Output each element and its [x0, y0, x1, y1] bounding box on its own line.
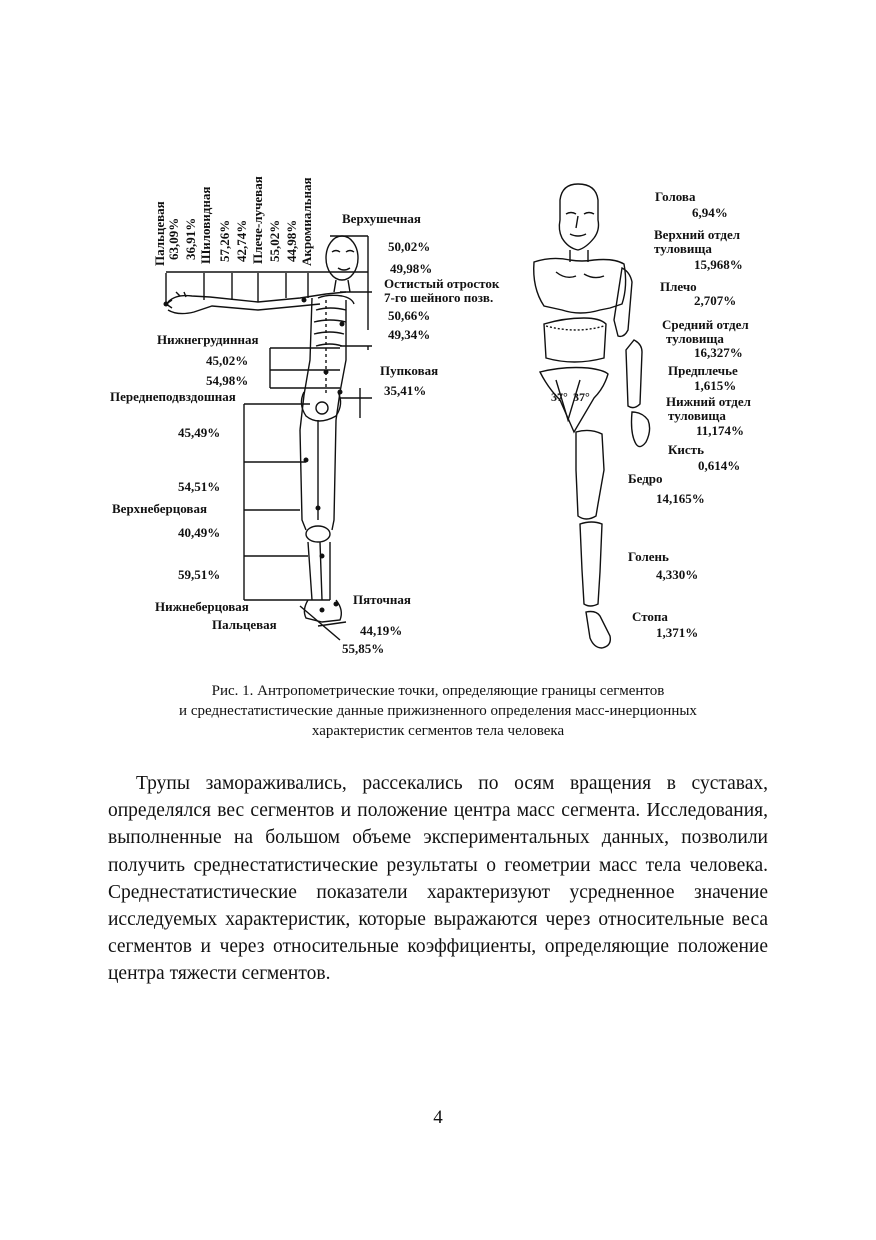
- label-angle-right: 37°: [573, 390, 590, 404]
- label-pct-45-49: 45,49%: [178, 426, 220, 440]
- value-srednii-otdel: 16,327%: [694, 346, 743, 360]
- label-pct-55: 55,02%: [268, 220, 282, 262]
- label-pyatochnaya: Пяточная: [353, 593, 411, 607]
- label-angle-left: 37°: [551, 390, 568, 404]
- caption-line-2: и среднестатистические данные прижизненн…: [100, 701, 776, 721]
- label-verkhnii-otdel: Верхний отдел: [654, 228, 740, 242]
- value-kist: 0,614%: [698, 459, 740, 473]
- label-nizhnii-otdel: Нижний отдел: [666, 395, 751, 409]
- label-7-shein-pozv: 7-го шейного позв.: [384, 291, 493, 305]
- label-pct-49-98: 49,98%: [390, 262, 432, 276]
- value-bedro: 14,165%: [656, 492, 705, 506]
- label-pleche-luchevaya: Плече-лучевая: [251, 176, 265, 264]
- label-kist: Кисть: [668, 443, 704, 457]
- label-pct-54-51: 54,51%: [178, 480, 220, 494]
- label-pct-44: 44,98%: [285, 220, 299, 262]
- caption-line-1: Рис. 1. Антропометрические точки, опреде…: [100, 681, 776, 701]
- label-pct-36: 36,91%: [184, 218, 198, 260]
- label-shilovidnaya: Шиловидная: [199, 187, 213, 264]
- value-plecho: 2,707%: [694, 294, 736, 308]
- label-pct-44-19: 44,19%: [360, 624, 402, 638]
- value-golova: 6,94%: [692, 206, 728, 220]
- label-pct-57: 57,26%: [218, 220, 232, 262]
- label-verkhnii-tulovishcha: туловища: [654, 242, 712, 256]
- label-pct-54-98: 54,98%: [206, 374, 248, 388]
- label-golen: Голень: [628, 550, 669, 564]
- segmented-mannequin: [534, 184, 650, 648]
- label-pct-35-41: 35,41%: [384, 384, 426, 398]
- label-nizhneberzovaya: Нижнеберцовая: [155, 600, 249, 614]
- label-perednepodvzdoshnaya: Переднеподвздошная: [110, 390, 236, 404]
- label-pct-50-66: 50,66%: [388, 309, 430, 323]
- label-akromialnaya: Акромиальная: [300, 177, 314, 266]
- label-pct-40-49: 40,49%: [178, 526, 220, 540]
- label-srednii-otdel: Средний отдел: [662, 318, 749, 332]
- value-predplechye: 1,615%: [694, 379, 736, 393]
- label-pct-55-85: 55,85%: [342, 642, 384, 656]
- value-verkhnii-otdel: 15,968%: [694, 258, 743, 272]
- label-srednii-tulovishcha: туловища: [666, 332, 724, 346]
- figure-drawing: [0, 0, 876, 670]
- body-paragraph: Трупы замораживались, рассекались по ося…: [108, 770, 768, 988]
- label-stopa: Стопа: [632, 610, 668, 624]
- label-pct-50-02: 50,02%: [388, 240, 430, 254]
- label-bedro: Бедро: [628, 472, 663, 486]
- label-pct-59-51: 59,51%: [178, 568, 220, 582]
- label-nizhnii-tulovishcha: туловища: [668, 409, 726, 423]
- label-plecho: Плечо: [660, 280, 697, 294]
- value-nizhnii-otdel: 11,174%: [696, 424, 744, 438]
- label-palcevaya: Пальцевая: [212, 618, 277, 632]
- label-pct-45-02: 45,02%: [206, 354, 248, 368]
- body-text: Трупы замораживались, рассекались по ося…: [108, 770, 768, 988]
- label-golova: Голова: [655, 190, 695, 204]
- label-verkhneberzovaya: Верхнеберцовая: [112, 502, 207, 516]
- page-number: 4: [0, 1107, 876, 1129]
- value-golen: 4,330%: [656, 568, 698, 582]
- figure-caption: Рис. 1. Антропометрические точки, опреде…: [100, 681, 776, 741]
- label-pupkovaya: Пупковая: [380, 364, 438, 378]
- caption-line-3: характеристик сегментов тела человека: [100, 721, 776, 741]
- label-pct-49-34: 49,34%: [388, 328, 430, 342]
- value-stopa: 1,371%: [656, 626, 698, 640]
- label-pct-63: 63,09%: [167, 218, 181, 260]
- label-ostistyi-otrostok: Остистый отросток: [384, 277, 499, 291]
- label-predplechye: Предплечье: [668, 364, 738, 378]
- label-palcevaya-vertical: Пальцевая: [153, 201, 167, 266]
- label-verkhushechnaya: Верхушечная: [342, 212, 421, 226]
- figure-anthropometric: Пальцевая 63,09% 36,91% Шиловидная 57,26…: [0, 0, 876, 670]
- label-pct-42: 42,74%: [235, 220, 249, 262]
- label-nizhnegrudinnaya: Нижнегрудинная: [157, 333, 259, 347]
